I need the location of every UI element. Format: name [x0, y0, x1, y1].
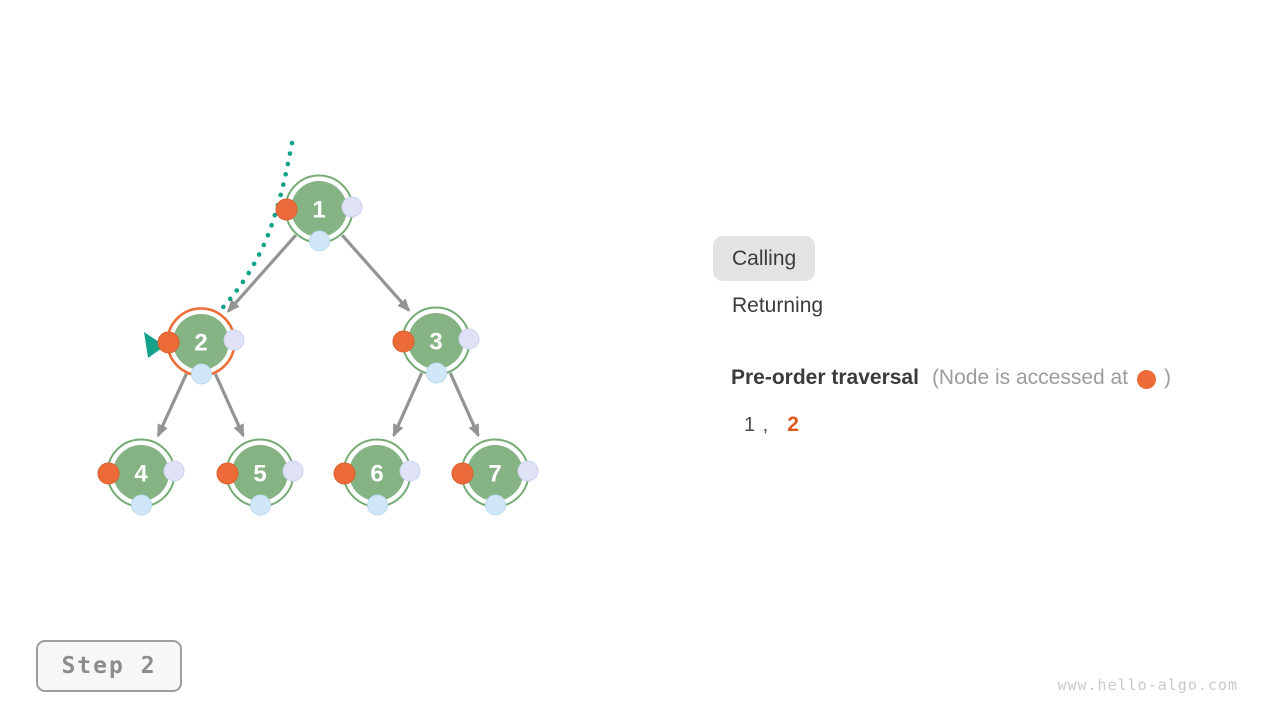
trail-pointer-icon	[144, 332, 165, 358]
sequence-visited: 1 ,	[744, 414, 770, 436]
tree-node-6: 6	[333, 438, 421, 516]
mid-dot	[131, 494, 152, 516]
legend-returning-label: Returning	[732, 294, 824, 317]
tree-edge-1-2	[226, 234, 297, 313]
tree-node-1: 1	[275, 174, 363, 252]
mid-dot	[426, 362, 447, 384]
node-body	[173, 314, 229, 370]
step-label: Step 2	[36, 640, 182, 692]
access-dot	[392, 330, 415, 353]
tree-node-4: 4	[97, 438, 185, 516]
tree-node-3: 3	[392, 306, 480, 384]
tree-node-5: 5	[216, 438, 304, 516]
node-value: 2	[194, 329, 207, 356]
tree-node-2: 2	[157, 307, 245, 385]
return-dot	[223, 329, 245, 351]
return-dot	[282, 460, 304, 482]
return-dot	[458, 328, 480, 350]
access-dot	[451, 462, 474, 485]
node-value: 5	[253, 460, 266, 487]
access-dot	[275, 198, 298, 221]
node-body	[113, 445, 169, 501]
tree-edge-1-3	[341, 234, 411, 312]
sequence-current: 2	[787, 413, 799, 436]
mid-dot	[367, 494, 388, 516]
access-dot	[333, 462, 356, 485]
watermark: www.hello-algo.com	[1057, 676, 1238, 694]
tree-node-7: 7	[451, 438, 539, 516]
mid-dot	[485, 494, 506, 516]
tree-edge-2-4	[156, 373, 188, 438]
node-body	[232, 445, 288, 501]
access-dot-icon	[1137, 369, 1157, 389]
node-body	[291, 181, 347, 237]
mid-dot	[250, 494, 271, 516]
node-value: 6	[370, 460, 383, 487]
node-body	[408, 313, 464, 369]
traversal-note-prefix: (Node is accessed at	[931, 366, 1129, 389]
tree-edge-2-5	[213, 373, 245, 438]
legend-calling-badge: Calling	[713, 236, 816, 281]
node-value: 4	[134, 460, 148, 487]
access-dot	[97, 462, 120, 485]
node-value: 1	[312, 196, 325, 223]
access-dot	[216, 462, 239, 485]
node-body	[349, 445, 405, 501]
node-value: 3	[429, 328, 442, 355]
return-dot	[163, 460, 185, 482]
traversal-note-suffix: )	[1164, 366, 1172, 389]
tree-edge-3-6	[392, 372, 424, 438]
access-dot	[157, 331, 180, 354]
mid-dot	[309, 230, 330, 252]
mid-dot	[191, 363, 212, 385]
return-dot	[341, 196, 363, 218]
traversal-sequence: 1 , 2	[744, 413, 799, 437]
traversal-caption: Pre-order traversal (Node is accessed at…	[731, 366, 1171, 390]
node-body	[467, 445, 523, 501]
return-dot	[399, 460, 421, 482]
return-dot	[517, 460, 539, 482]
traversal-title: Pre-order traversal	[731, 366, 919, 389]
node-value: 7	[488, 460, 501, 487]
tree-edge-3-7	[448, 372, 480, 438]
